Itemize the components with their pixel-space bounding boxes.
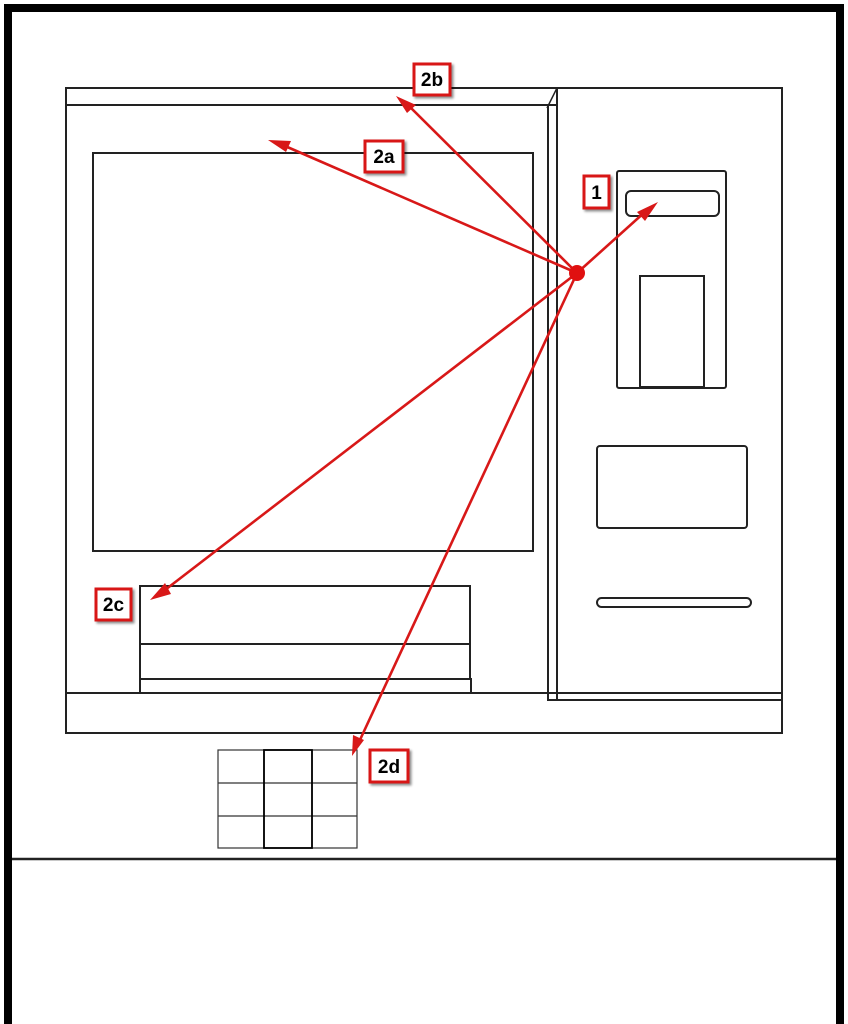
arrow-2c xyxy=(164,271,578,592)
card-reader-door xyxy=(639,275,705,388)
label-2d xyxy=(368,748,410,784)
card-reader-module xyxy=(616,170,727,389)
wall-frame xyxy=(4,4,844,1024)
receipt-window xyxy=(596,445,748,529)
arrow-2b xyxy=(406,103,578,274)
atm-divider-column xyxy=(547,104,558,701)
label-1-text: 1 xyxy=(591,183,602,204)
label-2d-text: 2d xyxy=(378,757,400,778)
atm-screen xyxy=(92,152,534,552)
arrow-1-head xyxy=(637,202,658,221)
atm-left-body xyxy=(65,104,549,694)
keypad-grid xyxy=(217,749,358,849)
arrow-1 xyxy=(576,210,647,274)
lower-front-drawer xyxy=(139,643,471,680)
label-2b xyxy=(412,62,452,97)
arrow-2c-head xyxy=(150,583,171,600)
arrow-2b-head xyxy=(396,96,416,113)
label-2a-text: 2a xyxy=(373,147,395,168)
keypad-center-key xyxy=(263,749,313,849)
lower-front-panel xyxy=(139,585,471,645)
label-2b-text: 2b xyxy=(421,70,443,91)
atm-top-edge xyxy=(65,87,558,106)
arrow-2d-head xyxy=(352,735,364,756)
arrow-2a-head xyxy=(268,140,291,152)
label-2a xyxy=(363,139,405,174)
atm-base xyxy=(65,692,783,734)
arrow-origin-point xyxy=(569,265,585,281)
label-2c-text: 2c xyxy=(103,595,125,616)
card-slot xyxy=(625,190,720,217)
cash-slot xyxy=(596,597,752,608)
label-2c xyxy=(94,587,133,622)
label-1 xyxy=(582,174,611,210)
atm-body xyxy=(65,87,783,734)
arrow-2d xyxy=(357,272,579,743)
arrow-2a xyxy=(284,144,578,275)
annotation-arrows xyxy=(150,96,658,756)
